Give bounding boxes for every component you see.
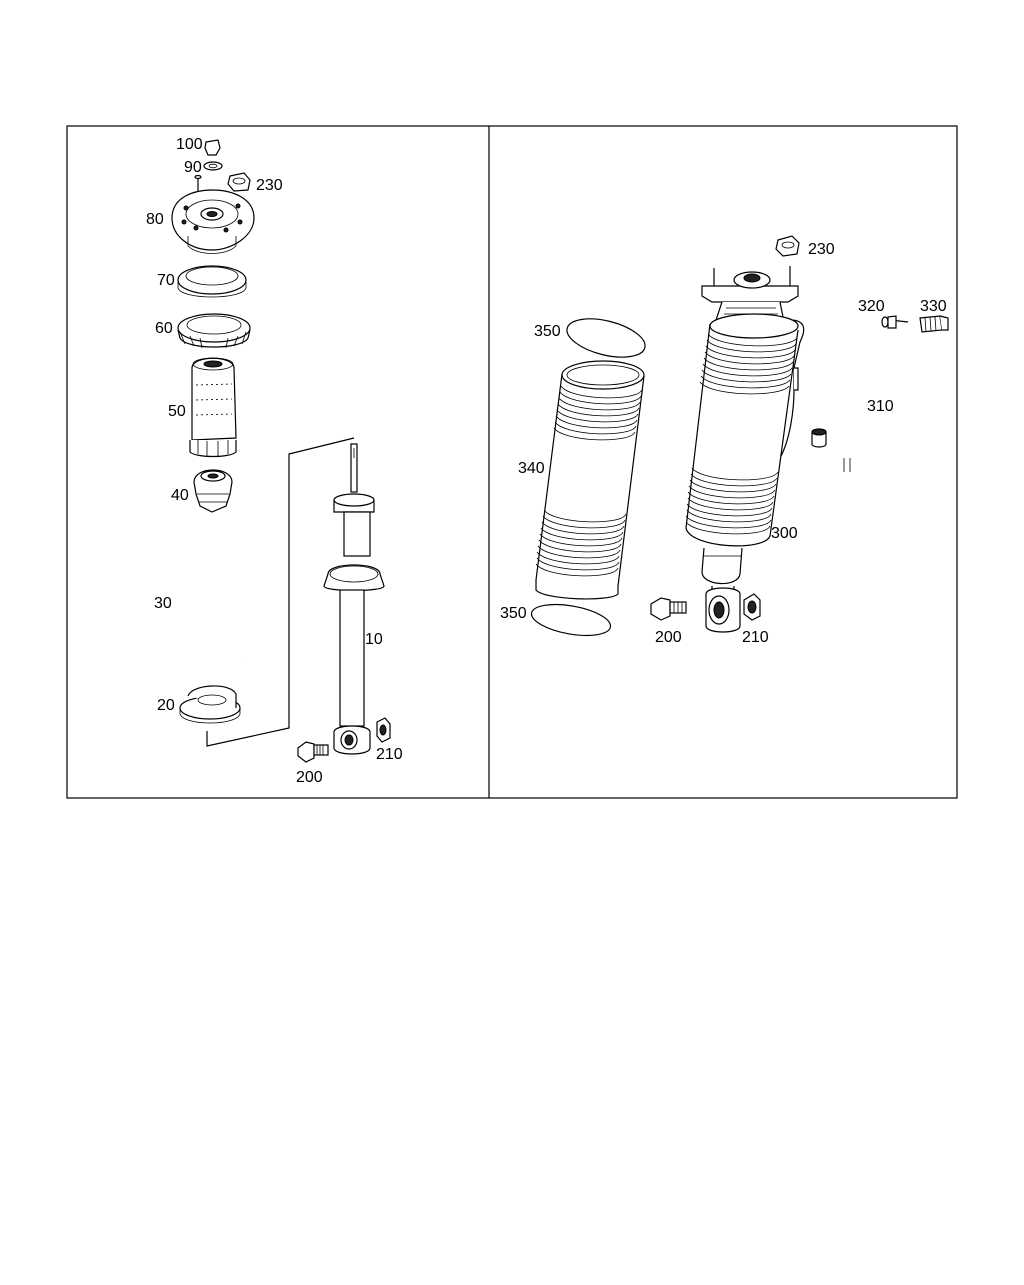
part-200-bolt-right[interactable] (650, 597, 687, 621)
part-230-nut-right[interactable] (775, 235, 800, 257)
part-90-washer[interactable] (203, 161, 223, 171)
label-300: 300 (771, 525, 798, 542)
part-300-air-strut[interactable] (685, 266, 805, 633)
left-panel: 100 90 230 80 70 60 50 40 30 20 10 200 2… (146, 136, 403, 786)
part-80-strut-mount[interactable] (171, 174, 255, 254)
label-90: 90 (184, 159, 202, 176)
part-310-air-line[interactable] (811, 319, 913, 472)
label-10: 10 (365, 631, 383, 648)
part-340-air-sleeve[interactable] (535, 360, 645, 600)
label-30: 30 (154, 595, 172, 612)
label-340: 340 (518, 460, 545, 477)
label-60: 60 (155, 320, 173, 337)
label-310: 310 (867, 398, 894, 415)
label-80: 80 (146, 211, 164, 228)
label-40: 40 (171, 487, 189, 504)
label-100: 100 (176, 136, 203, 153)
part-10-shock-absorber[interactable] (323, 443, 385, 755)
part-50-dust-boot[interactable] (189, 357, 237, 458)
assembly-bracket (206, 437, 355, 747)
label-320: 320 (858, 298, 885, 315)
part-350-ring-lower[interactable] (529, 599, 613, 640)
label-20: 20 (157, 697, 175, 714)
part-70-bearing[interactable] (177, 265, 247, 298)
label-230-right: 230 (808, 241, 835, 258)
label-230: 230 (256, 177, 283, 194)
part-350-ring-upper[interactable] (563, 312, 649, 364)
part-210-nut[interactable] (376, 717, 391, 743)
label-330: 330 (920, 298, 947, 315)
right-panel: 230 350 320 330 310 340 300 350 200 210 (500, 235, 949, 646)
label-50: 50 (168, 403, 186, 420)
part-60-spring-seat[interactable] (177, 313, 251, 349)
label-70: 70 (157, 272, 175, 289)
part-210-nut-right[interactable] (743, 593, 761, 621)
label-210: 210 (376, 746, 403, 763)
part-40-bump-stop[interactable] (193, 469, 233, 513)
part-330-plug[interactable] (919, 315, 949, 333)
diagram-frame (66, 125, 958, 799)
label-200-right: 200 (655, 629, 682, 646)
label-200: 200 (296, 769, 323, 786)
part-100-nut[interactable] (204, 139, 221, 156)
part-320-fitting[interactable] (881, 315, 897, 329)
label-210-right: 210 (742, 629, 769, 646)
label-350-lower: 350 (500, 605, 527, 622)
label-350-upper: 350 (534, 323, 561, 340)
part-200-bolt[interactable] (297, 741, 329, 763)
part-20-spring-pad[interactable] (179, 685, 241, 724)
part-230-nut[interactable] (227, 172, 251, 192)
part-30-coil-spring[interactable] (178, 531, 246, 669)
